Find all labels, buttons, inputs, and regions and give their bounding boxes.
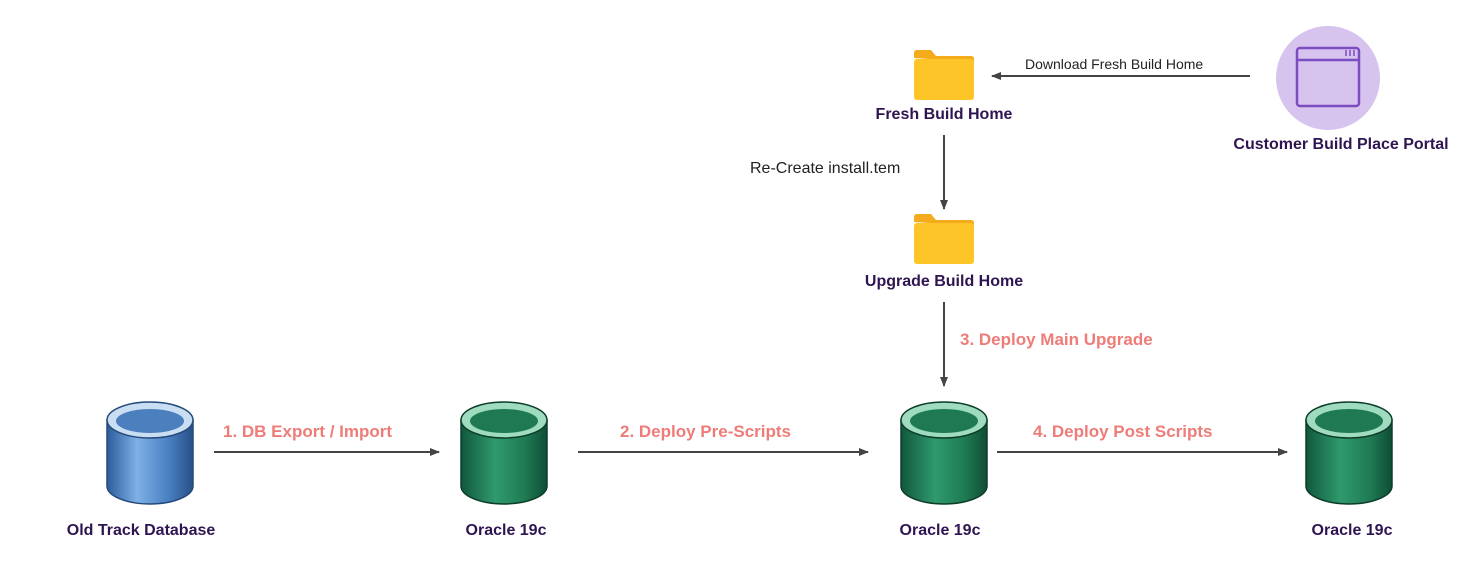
step1-label: 1. DB Export / Import — [223, 422, 393, 441]
fresh-build-folder-icon — [914, 50, 974, 100]
oracle-19c-label: Oracle 19c — [1311, 522, 1393, 539]
oracle-database-icon — [900, 401, 988, 505]
step2-label: 2. Deploy Pre-Scripts — [620, 422, 792, 441]
portal-label: Customer Build Place Portal — [1233, 136, 1449, 153]
recreate-edge-label: Re-Create install.tem — [750, 160, 901, 177]
old-database-icon — [106, 401, 194, 505]
oracle-19c-label: Oracle 19c — [899, 522, 981, 539]
step3-label: 3. Deploy Main Upgrade — [960, 330, 1153, 349]
upgrade-build-home-label: Upgrade Build Home — [864, 273, 1024, 290]
oracle-19c-label: Oracle 19c — [465, 522, 547, 539]
old-track-database-label: Old Track Database — [66, 522, 216, 539]
fresh-build-home-label: Fresh Build Home — [875, 106, 1013, 123]
oracle-database-icon — [1305, 401, 1393, 505]
browser-window-icon — [1276, 26, 1380, 130]
upgrade-build-folder-icon — [914, 214, 974, 264]
download-edge-label: Download Fresh Build Home — [1025, 56, 1204, 72]
step4-label: 4. Deploy Post Scripts — [1033, 422, 1213, 441]
oracle-database-icon — [460, 401, 548, 505]
